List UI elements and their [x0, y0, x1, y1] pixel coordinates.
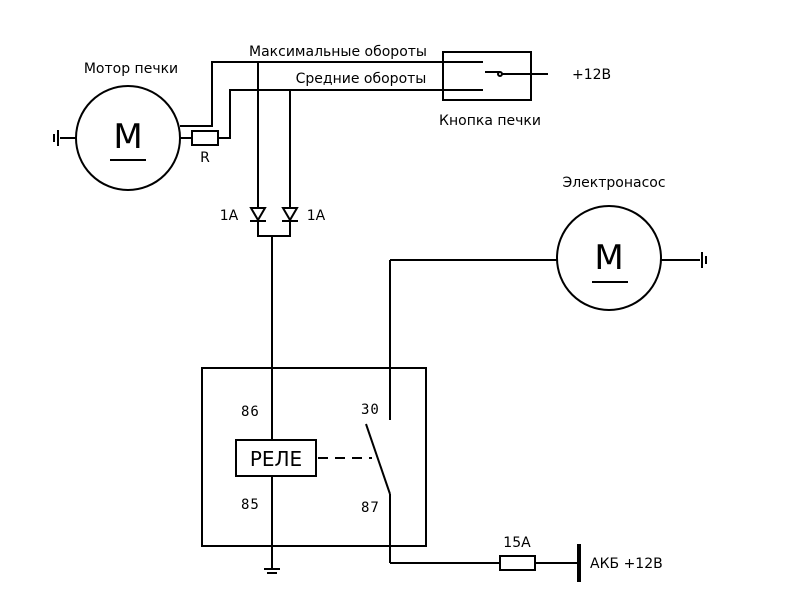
relay-pin-87: 87: [361, 500, 380, 516]
relay: РЕЛЕ: [201, 260, 427, 568]
heater-motor: M: [53, 85, 181, 191]
pump-title: Электронасос: [562, 175, 665, 191]
switch-title: Кнопка печки: [439, 113, 541, 129]
fuse-label: 15А: [503, 535, 531, 551]
max-speed-label: Максимальные обороты: [249, 44, 427, 60]
mid-speed-label: Средние обороты: [296, 71, 427, 87]
relay-pin-85: 85: [241, 497, 260, 513]
ground-icon: [264, 568, 280, 574]
resistor-label: R: [200, 150, 210, 166]
relay-title: РЕЛЕ: [250, 447, 302, 471]
relay-coil: [235, 439, 317, 477]
switch-supply-label: +12В: [572, 67, 611, 83]
heater-switch: [442, 51, 548, 101]
electric-pump: M: [556, 205, 707, 311]
resistor: [191, 130, 219, 146]
diode-right-label: 1А: [307, 208, 326, 224]
relay-pin-30: 30: [361, 402, 380, 418]
wire-mid-speed: [180, 89, 443, 139]
wire-max-speed: [180, 61, 443, 127]
heater-motor-symbol: M: [113, 117, 142, 157]
relay-pin-86: 86: [241, 404, 260, 420]
fuse: [499, 555, 536, 571]
diode-left-label: 1А: [220, 208, 239, 224]
diode-left: [249, 207, 267, 222]
pump-symbol: M: [594, 238, 623, 278]
heater-motor-title: Мотор печки: [84, 61, 178, 77]
battery-label: АКБ +12В: [590, 556, 663, 572]
diode-right: [281, 207, 299, 222]
